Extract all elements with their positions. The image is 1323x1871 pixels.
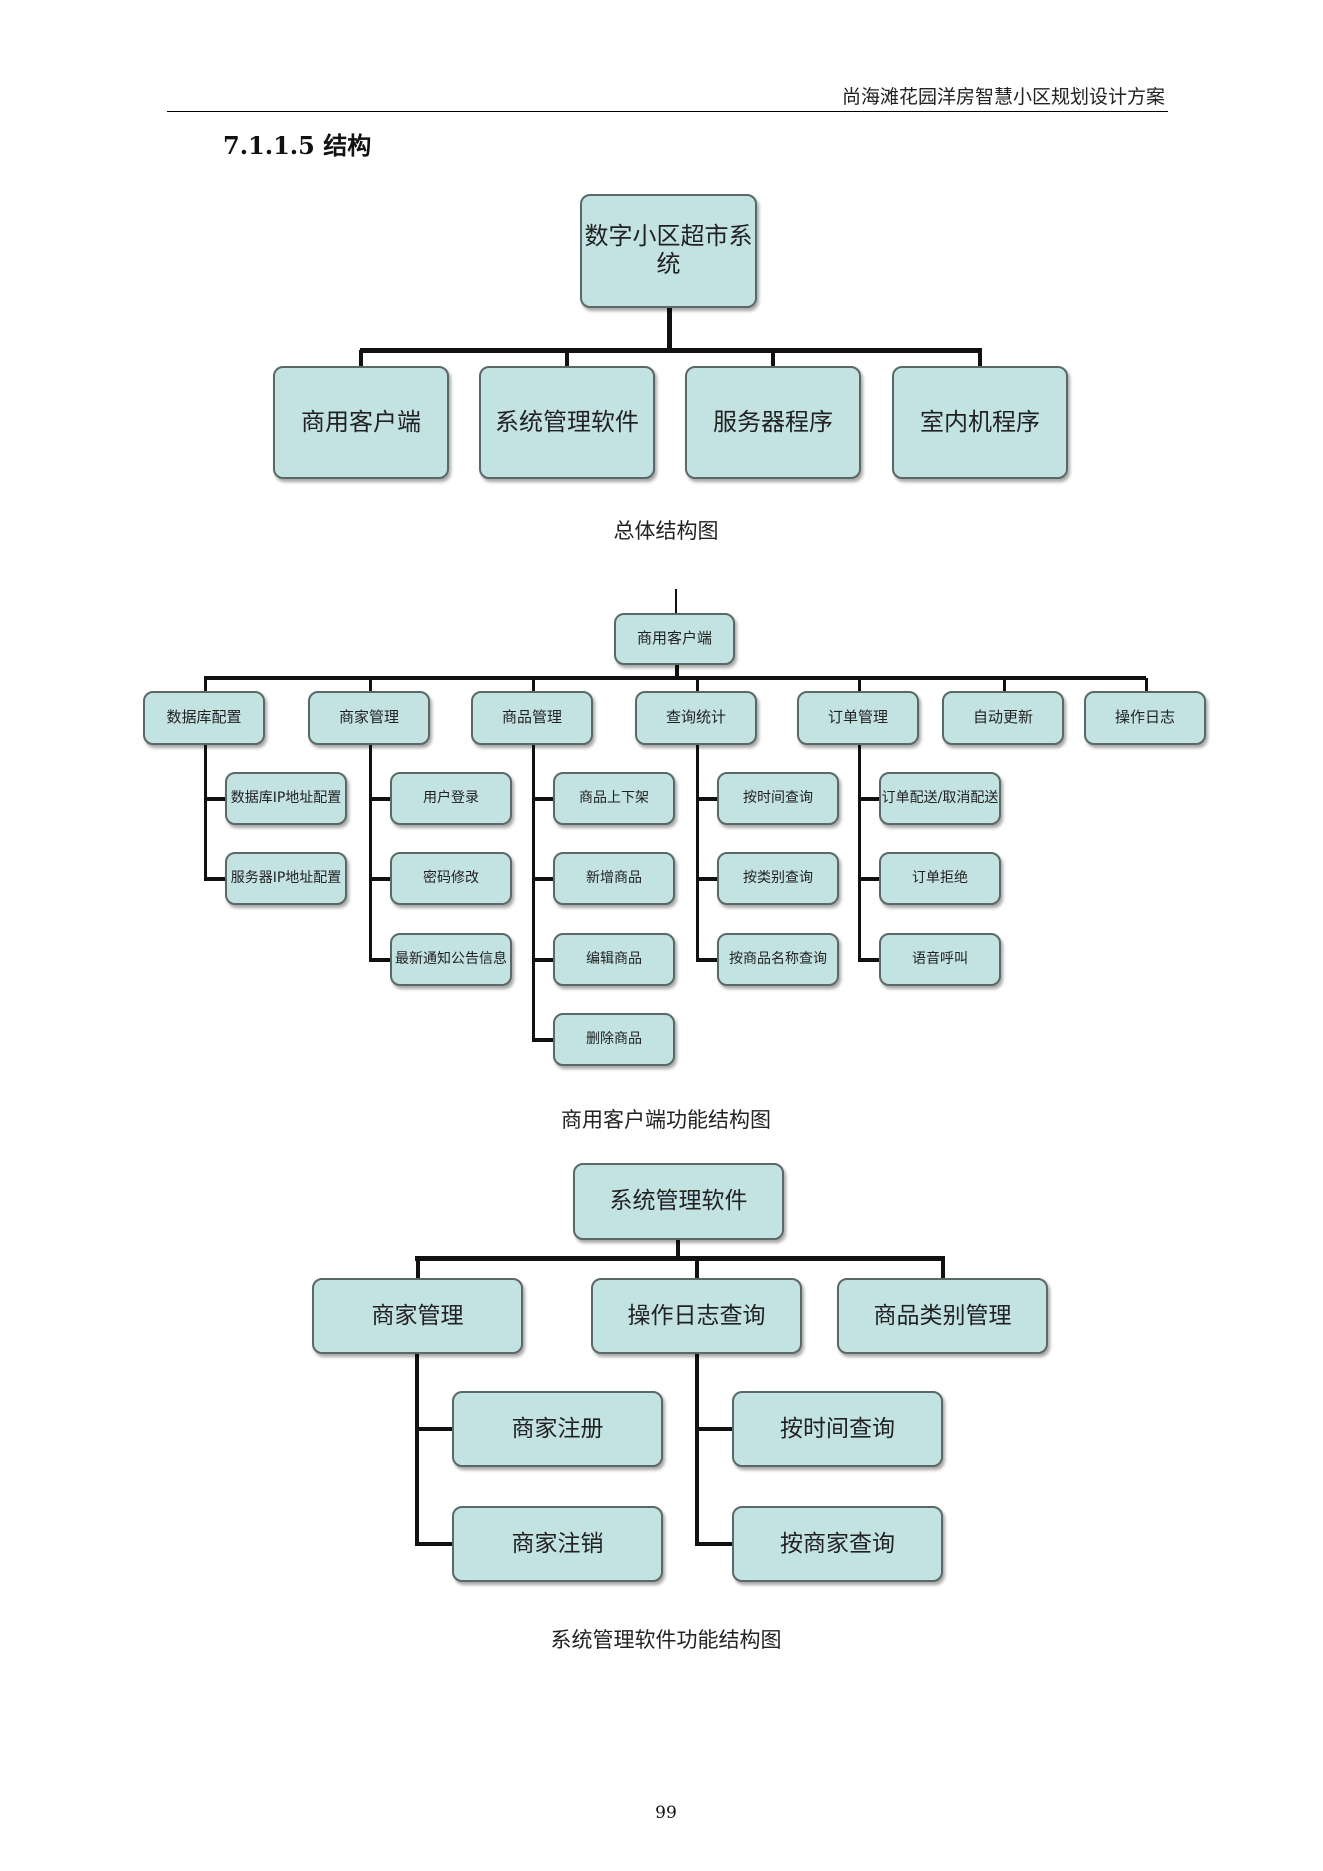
connector-line	[771, 350, 775, 368]
connector-line	[941, 1258, 945, 1280]
diagram2-caption: 商用客户端功能结构图	[561, 1108, 771, 1132]
diagram3-leaf-node: 商家注销	[452, 1506, 663, 1582]
diagram1-node: 商用客户端	[273, 366, 449, 479]
connector-line	[695, 1354, 699, 1544]
connector-line	[369, 797, 391, 801]
connector-line	[695, 1258, 699, 1280]
connector-line	[858, 877, 880, 881]
diagram2-leaf-node: 订单配送/取消配送	[879, 772, 1001, 825]
diagram1-node: 室内机程序	[892, 366, 1068, 479]
diagram2-leaf-node: 密码修改	[390, 852, 512, 905]
diagram3-group-node: 操作日志查询	[591, 1278, 802, 1354]
diagram2-leaf-node: 新增商品	[553, 852, 675, 905]
diagram3-group-node: 商家管理	[312, 1278, 523, 1354]
connector-line	[532, 877, 554, 881]
connector-line	[675, 665, 679, 679]
diagram2-group-node: 商品管理	[471, 691, 593, 745]
diagram2-leaf-node: 服务器IP地址配置	[225, 852, 347, 905]
diagram2-leaf-node: 订单拒绝	[879, 852, 1001, 905]
connector-line	[1003, 678, 1006, 692]
connector-line	[696, 745, 699, 960]
connector-line	[415, 1427, 453, 1431]
connector-line	[204, 797, 226, 801]
diagram2-leaf-node: 用户登录	[390, 772, 512, 825]
connector-line	[532, 678, 535, 692]
diagram2-leaf-node: 按商品名称查询	[717, 933, 839, 986]
connector-line	[204, 676, 1146, 680]
connector-line	[369, 678, 372, 692]
connector-line	[204, 678, 207, 692]
connector-line	[360, 348, 982, 353]
diagram3-leaf-node: 商家注册	[452, 1391, 663, 1467]
connector-line	[695, 1427, 733, 1431]
connector-line	[978, 350, 982, 368]
diagram2-leaf-node: 删除商品	[553, 1013, 675, 1066]
connector-line	[565, 350, 569, 368]
connector-line	[415, 1256, 945, 1261]
diagram2-leaf-node: 按类别查询	[717, 852, 839, 905]
diagram1-node: 服务器程序	[685, 366, 861, 479]
diagram2-leaf-node: 语音呼叫	[879, 933, 1001, 986]
connector-line	[696, 958, 718, 962]
connector-line	[369, 958, 391, 962]
connector-line	[416, 1258, 420, 1280]
diagram2-group-node: 查询统计	[635, 691, 757, 745]
connector-line	[667, 308, 672, 352]
connector-line	[532, 797, 554, 801]
diagram2-group-node: 订单管理	[797, 691, 919, 745]
diagram1-node: 系统管理软件	[479, 366, 655, 479]
page-number: 99	[655, 1803, 677, 1823]
connector-line	[858, 797, 880, 801]
connector-line	[204, 877, 226, 881]
diagram2-group-node: 操作日志	[1084, 691, 1206, 745]
diagram2-leaf-node: 商品上下架	[553, 772, 675, 825]
diagram2-leaf-node: 按时间查询	[717, 772, 839, 825]
connector-line	[369, 745, 372, 960]
diagram3-group-node: 商品类别管理	[837, 1278, 1048, 1354]
diagram3-root: 系统管理软件	[573, 1163, 784, 1240]
connector-line	[532, 958, 554, 962]
connector-line	[696, 678, 699, 692]
connector-line	[695, 1542, 733, 1546]
diagram2-group-node: 商家管理	[308, 691, 430, 745]
diagram2-group-node: 自动更新	[942, 691, 1064, 745]
diagram3-leaf-node: 按商家查询	[732, 1506, 943, 1582]
connector-line	[1145, 678, 1148, 692]
connector-line	[858, 745, 861, 960]
diagram1-caption: 总体结构图	[613, 519, 719, 543]
diagram2-leaf-node: 编辑商品	[553, 933, 675, 986]
connector-line	[532, 745, 535, 1040]
connector-line	[415, 1354, 419, 1544]
connector-line	[676, 1240, 680, 1260]
section-heading: 7.1.1.5 结构	[223, 131, 372, 160]
diagram2-group-node: 数据库配置	[143, 691, 265, 745]
diagram3-caption: 系统管理软件功能结构图	[550, 1628, 782, 1652]
diagram3-leaf-node: 按时间查询	[732, 1391, 943, 1467]
connector-line	[696, 877, 718, 881]
running-header: 尚海滩花园洋房智慧小区规划设计方案	[841, 86, 1165, 108]
header-divider	[167, 111, 1168, 112]
connector-line	[532, 1038, 554, 1042]
connector-line	[369, 877, 391, 881]
diagram2-leaf-node: 数据库IP地址配置	[225, 772, 347, 825]
connector-line	[858, 958, 880, 962]
diagram1-root: 数字小区超市系统	[580, 194, 757, 308]
connector-line	[675, 589, 677, 613]
connector-line	[858, 678, 861, 692]
connector-line	[415, 1542, 453, 1546]
diagram2-root: 商用客户端	[614, 613, 735, 665]
diagram2-leaf-node: 最新通知公告信息	[390, 933, 512, 986]
connector-line	[696, 797, 718, 801]
connector-line	[204, 745, 207, 879]
connector-line	[359, 350, 363, 368]
